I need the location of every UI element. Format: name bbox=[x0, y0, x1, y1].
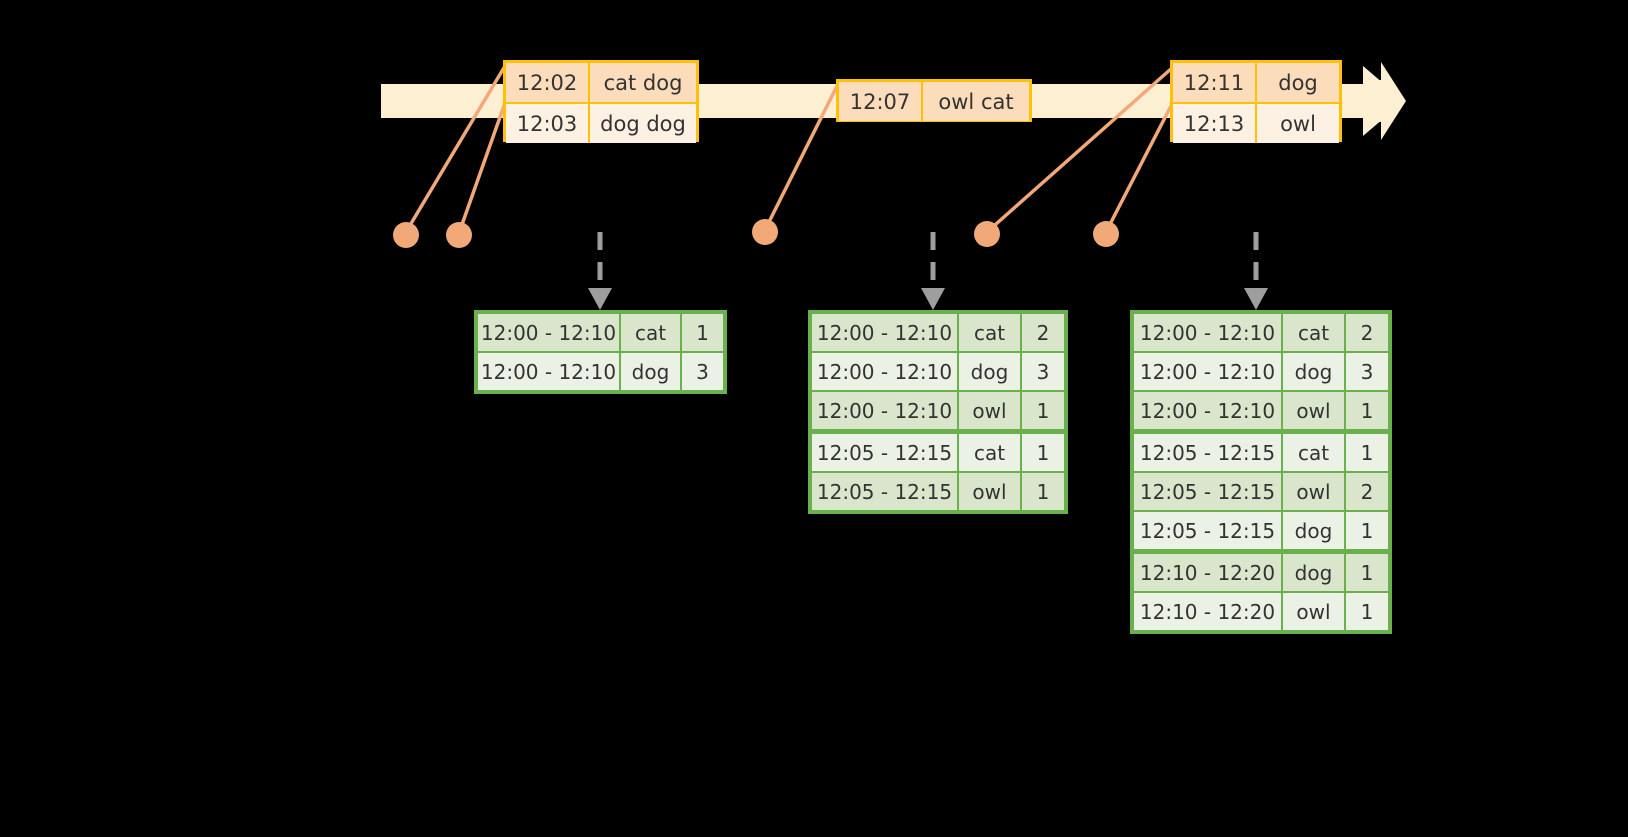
dashed-arrow-1 bbox=[588, 232, 612, 310]
cell-count: 1 bbox=[1346, 554, 1388, 591]
cell-word: cat bbox=[1283, 434, 1344, 471]
table-row[interactable]: 12:00 - 12:10 owl 1 bbox=[1134, 392, 1388, 429]
table-row[interactable]: 12:10 - 12:20 owl 1 bbox=[1134, 593, 1388, 630]
processing-dot-2 bbox=[446, 222, 472, 248]
cell-count: 3 bbox=[682, 353, 723, 390]
cell-word: owl bbox=[959, 473, 1020, 510]
cell-word: dog bbox=[1283, 353, 1344, 390]
cell-word: dog bbox=[1283, 512, 1344, 549]
event-words: cat dog bbox=[590, 63, 696, 102]
cell-window: 12:00 - 12:10 bbox=[478, 353, 619, 390]
table-row[interactable]: 12:00 - 12:10 cat 2 bbox=[1134, 314, 1388, 351]
event-box-group-1[interactable]: 12:02 cat dog 12:03 dog dog bbox=[503, 60, 699, 143]
cell-word: owl bbox=[1283, 473, 1344, 510]
cell-word: dog bbox=[1283, 554, 1344, 591]
cell-window: 12:05 - 12:15 bbox=[1134, 434, 1281, 471]
table-row[interactable]: 12:00 - 12:10 dog 3 bbox=[478, 353, 723, 390]
cell-window: 12:00 - 12:10 bbox=[1134, 392, 1281, 429]
event-time: 12:13 bbox=[1173, 104, 1257, 143]
cell-word: cat bbox=[1283, 314, 1344, 351]
cell-count: 2 bbox=[1346, 314, 1388, 351]
cell-window: 12:10 - 12:20 bbox=[1134, 593, 1281, 630]
processing-dot-3 bbox=[752, 219, 778, 245]
dashed-arrow-3 bbox=[1244, 232, 1268, 310]
cell-count: 1 bbox=[1346, 512, 1388, 549]
connector-line-2 bbox=[457, 102, 507, 234]
event-words: dog bbox=[1257, 63, 1339, 102]
event-row[interactable]: 12:07 owl cat bbox=[839, 82, 1029, 121]
cell-word: owl bbox=[959, 392, 1020, 429]
event-time: 12:07 bbox=[839, 82, 923, 121]
timeline-arrow-stem bbox=[1340, 85, 1370, 117]
event-words: dog dog bbox=[590, 104, 696, 143]
event-time: 12:03 bbox=[506, 104, 590, 143]
cell-count: 1 bbox=[1346, 392, 1388, 429]
cell-count: 1 bbox=[1022, 473, 1064, 510]
table-row[interactable]: 12:00 - 12:10 cat 2 bbox=[812, 314, 1064, 351]
processing-dot-1 bbox=[393, 222, 419, 248]
event-words: owl bbox=[1257, 104, 1339, 143]
event-time: 12:02 bbox=[506, 63, 590, 102]
event-row[interactable]: 12:13 owl bbox=[1173, 102, 1339, 143]
cell-word: cat bbox=[621, 314, 680, 351]
result-table-3[interactable]: 12:00 - 12:10 cat 2 12:00 - 12:10 dog 3 … bbox=[1130, 310, 1392, 634]
cell-count: 1 bbox=[1346, 593, 1388, 630]
connector-line-5 bbox=[1104, 103, 1174, 233]
cell-window: 12:00 - 12:10 bbox=[478, 314, 619, 351]
event-box-group-2[interactable]: 12:07 owl cat bbox=[836, 79, 1032, 122]
result-table-2[interactable]: 12:00 - 12:10 cat 2 12:00 - 12:10 dog 3 … bbox=[808, 310, 1068, 514]
cell-window: 12:00 - 12:10 bbox=[812, 392, 957, 429]
cell-window: 12:05 - 12:15 bbox=[1134, 473, 1281, 510]
cell-count: 1 bbox=[1022, 434, 1064, 471]
cell-window: 12:05 - 12:15 bbox=[812, 434, 957, 471]
cell-word: dog bbox=[959, 353, 1020, 390]
cell-word: dog bbox=[621, 353, 680, 390]
cell-count: 2 bbox=[1022, 314, 1064, 351]
cell-window: 12:05 - 12:15 bbox=[1134, 512, 1281, 549]
cell-count: 1 bbox=[1346, 434, 1388, 471]
event-box-group-3[interactable]: 12:11 dog 12:13 owl bbox=[1170, 60, 1342, 143]
cell-count: 1 bbox=[682, 314, 723, 351]
table-row[interactable]: 12:05 - 12:15 cat 1 bbox=[1134, 434, 1388, 471]
cell-count: 2 bbox=[1346, 473, 1388, 510]
cell-count: 3 bbox=[1346, 353, 1388, 390]
dashed-arrow-2 bbox=[921, 232, 945, 310]
processing-dot-5 bbox=[1093, 221, 1119, 247]
cell-window: 12:00 - 12:10 bbox=[1134, 353, 1281, 390]
table-row[interactable]: 12:05 - 12:15 owl 2 bbox=[1134, 473, 1388, 510]
table-row[interactable]: 12:00 - 12:10 owl 1 bbox=[812, 392, 1064, 429]
result-table-1[interactable]: 12:00 - 12:10 cat 1 12:00 - 12:10 dog 3 bbox=[474, 310, 727, 394]
table-row[interactable]: 12:00 - 12:10 dog 3 bbox=[812, 353, 1064, 390]
connector-line-3 bbox=[763, 83, 840, 231]
cell-word: cat bbox=[959, 314, 1020, 351]
cell-count: 1 bbox=[1022, 392, 1064, 429]
cell-window: 12:00 - 12:10 bbox=[1134, 314, 1281, 351]
event-row[interactable]: 12:02 cat dog bbox=[506, 63, 696, 102]
table-row[interactable]: 12:00 - 12:10 cat 1 bbox=[478, 314, 723, 351]
event-row[interactable]: 12:03 dog dog bbox=[506, 102, 696, 143]
cell-word: owl bbox=[1283, 392, 1344, 429]
table-row[interactable]: 12:00 - 12:10 dog 3 bbox=[1134, 353, 1388, 390]
table-row[interactable]: 12:05 - 12:15 dog 1 bbox=[1134, 512, 1388, 549]
event-time: 12:11 bbox=[1173, 63, 1257, 102]
table-row[interactable]: 12:05 - 12:15 owl 1 bbox=[812, 473, 1064, 510]
cell-window: 12:00 - 12:10 bbox=[812, 314, 957, 351]
timeline-arrow-head bbox=[1366, 62, 1406, 140]
table-row[interactable]: 12:10 - 12:20 dog 1 bbox=[1134, 554, 1388, 591]
processing-dot-4 bbox=[974, 221, 1000, 247]
event-row[interactable]: 12:11 dog bbox=[1173, 63, 1339, 102]
cell-window: 12:00 - 12:10 bbox=[812, 353, 957, 390]
timeline-arrow-head-solid bbox=[1363, 66, 1404, 136]
cell-count: 3 bbox=[1022, 353, 1064, 390]
cell-word: owl bbox=[1283, 593, 1344, 630]
connector-line-1 bbox=[404, 65, 507, 233]
cell-window: 12:10 - 12:20 bbox=[1134, 554, 1281, 591]
table-row[interactable]: 12:05 - 12:15 cat 1 bbox=[812, 434, 1064, 471]
event-words: owl cat bbox=[923, 82, 1029, 121]
cell-word: cat bbox=[959, 434, 1020, 471]
cell-window: 12:05 - 12:15 bbox=[812, 473, 957, 510]
